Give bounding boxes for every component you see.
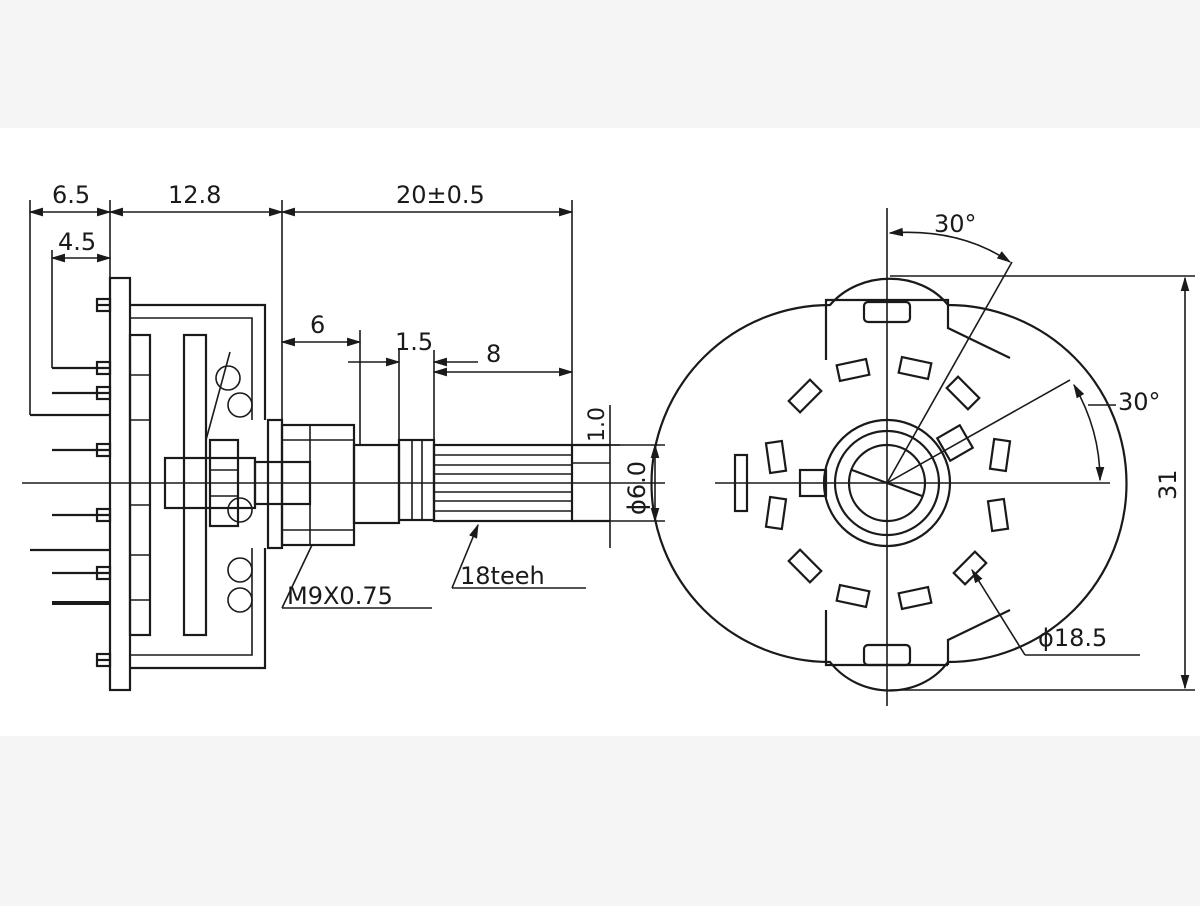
label-dia185: ϕ18.5 xyxy=(1038,624,1107,652)
terminal-pins xyxy=(30,297,112,668)
switch-housing xyxy=(130,303,267,670)
angle-ray-right xyxy=(886,379,1071,484)
dim-label-15: 1.5 xyxy=(395,328,433,356)
mounting-flats xyxy=(824,298,1011,667)
stop-pin xyxy=(798,468,828,498)
dim-label-31: 31 xyxy=(1154,469,1182,500)
label-thread: M9X0.75 xyxy=(287,582,393,610)
knurled-shaft xyxy=(432,443,574,523)
top-margin-band xyxy=(0,0,1200,128)
dim-label-10: 1.0 xyxy=(585,407,610,442)
detent-block xyxy=(208,438,240,528)
switch-housing-inner xyxy=(130,317,253,656)
dim-label-128: 12.8 xyxy=(168,181,221,209)
leader-teeth xyxy=(451,523,479,589)
bushing-ring-outer xyxy=(822,418,952,548)
side-tab xyxy=(733,453,749,513)
dim-label-8: 8 xyxy=(486,340,501,368)
bushing-ring-mid xyxy=(833,429,941,537)
dim-label-45: 4.5 xyxy=(58,228,96,256)
angle-label-right: 30° xyxy=(1118,388,1161,416)
bottom-margin-band xyxy=(0,736,1200,906)
terminal-slots xyxy=(764,355,1012,611)
detent-balls xyxy=(215,365,253,613)
label-teeth: 18teeh xyxy=(460,562,545,590)
leader-thread xyxy=(281,544,313,609)
angle-arc-right xyxy=(1073,383,1105,482)
detent-spring xyxy=(205,351,231,441)
angle-ray-top xyxy=(886,261,1013,484)
rotor-disc xyxy=(182,333,208,637)
dim-label-65: 6.5 xyxy=(52,181,90,209)
dim-label-dia6: ϕ6.0 xyxy=(623,461,651,515)
bushing-flange xyxy=(266,418,284,550)
contact-strip xyxy=(128,333,152,637)
knurl-lines xyxy=(434,454,572,512)
threaded-bushing xyxy=(280,423,356,547)
angle-label-top: 30° xyxy=(934,210,977,238)
leader-dia185 xyxy=(971,568,1026,656)
shaft-circle xyxy=(847,443,927,523)
dim-label-6: 6 xyxy=(310,311,325,339)
bottom-slot xyxy=(862,643,912,667)
side-view: 6.5 12.8 20±0.5 4.5 xyxy=(22,181,665,692)
front-view: 30° 30° 31 ϕ18.5 xyxy=(650,208,1195,706)
shaft-collar xyxy=(397,438,436,522)
top-slot xyxy=(862,300,912,324)
stop-pin-rotated xyxy=(935,423,975,463)
mounting-plate xyxy=(108,276,132,692)
angle-arc-top xyxy=(888,227,1012,263)
shaft-neck xyxy=(352,443,401,525)
dim-label-20: 20±0.5 xyxy=(396,181,485,209)
